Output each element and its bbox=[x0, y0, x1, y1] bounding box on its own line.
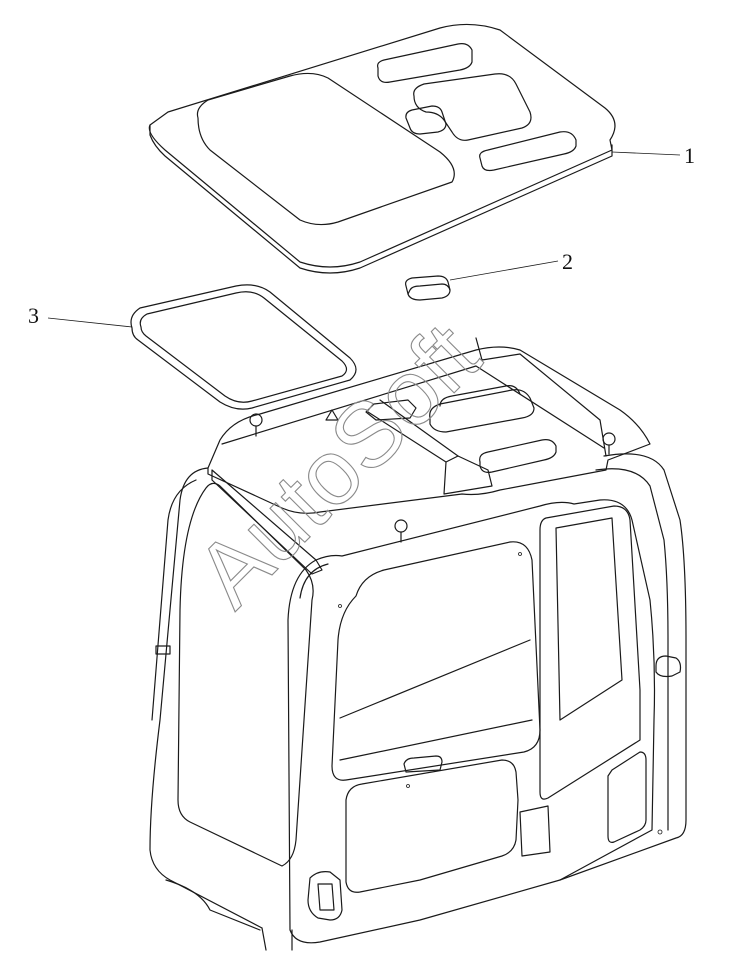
callout-1: 1 bbox=[684, 143, 695, 168]
watermark-text: AutoSoft bbox=[177, 304, 499, 626]
callout-2: 2 bbox=[562, 249, 573, 274]
cab-body bbox=[149, 337, 687, 951]
callout-3: 3 bbox=[28, 303, 39, 328]
pad bbox=[405, 260, 559, 301]
glass bbox=[47, 284, 357, 410]
roof-panel bbox=[148, 23, 681, 274]
